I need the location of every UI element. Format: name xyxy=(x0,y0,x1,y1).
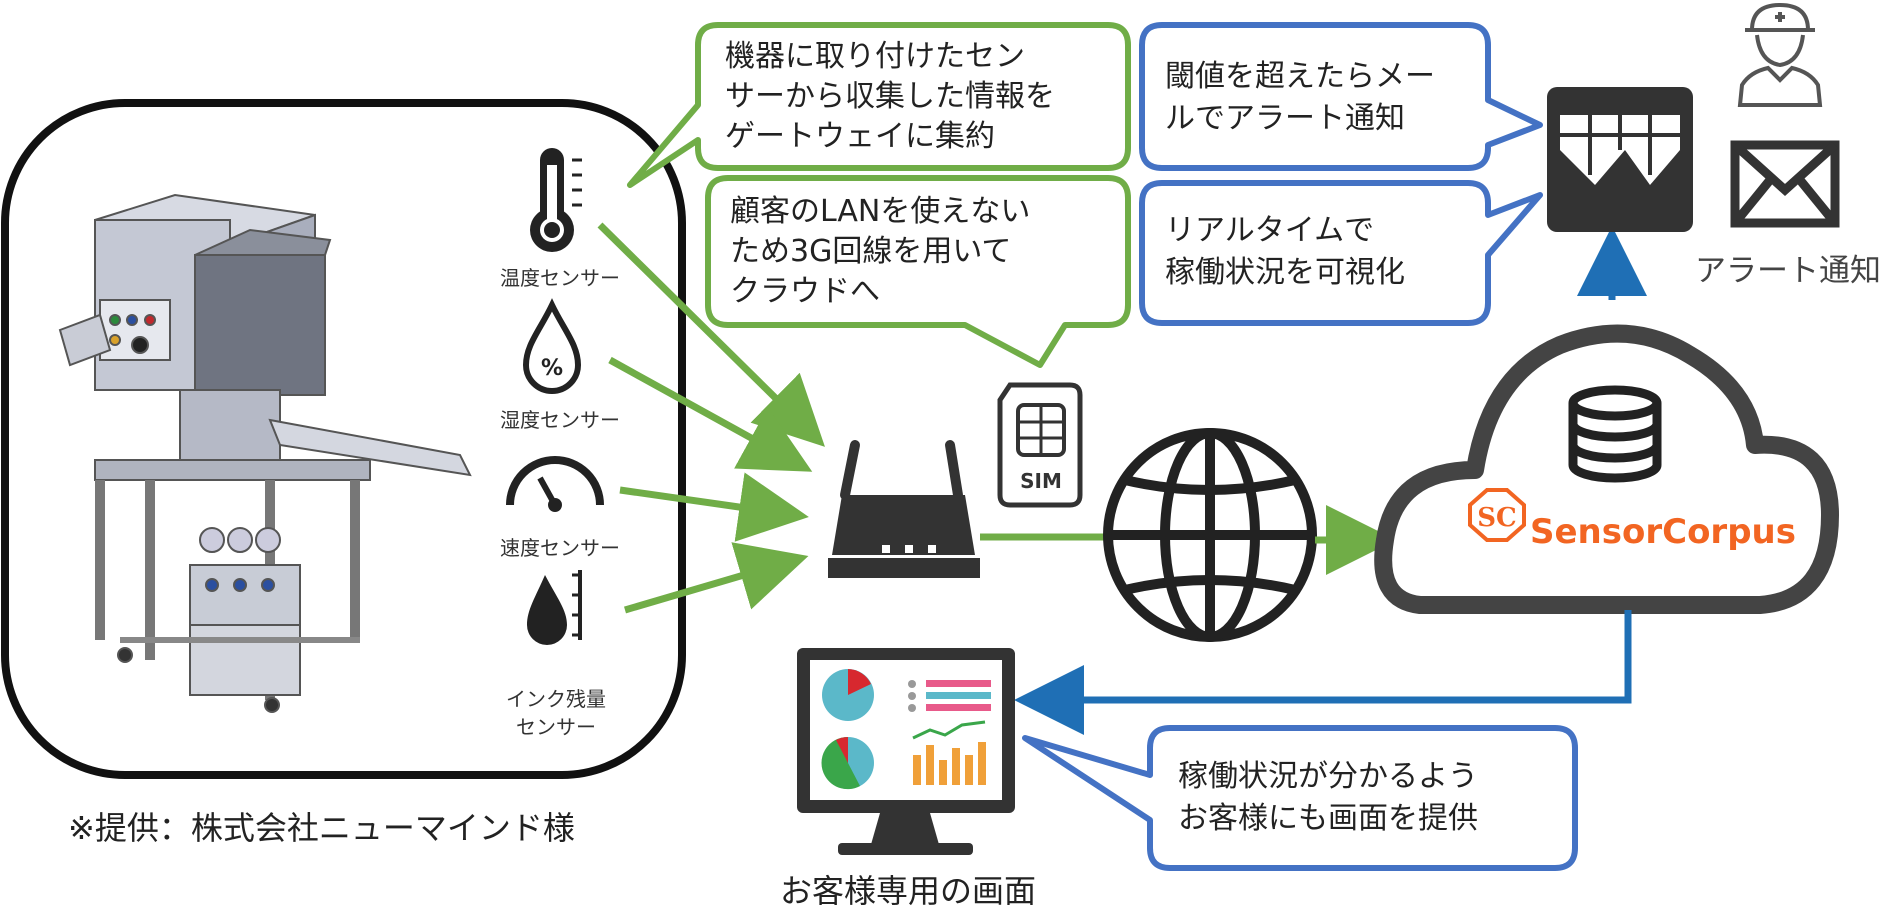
sensor-label-temperature: 温度センサー xyxy=(500,266,620,290)
bubble-network-line-1: 顧客のLANを使えない xyxy=(730,194,1031,229)
speedometer-icon xyxy=(506,456,604,512)
sensor-label-humidity: 湿度センサー xyxy=(500,408,620,432)
sensor-label-speed: 速度センサー xyxy=(500,536,620,560)
machine-caption: ※提供：株式会社ニューマインド様 xyxy=(68,809,575,847)
sensorcorpus-logo-icon: SC xyxy=(1468,488,1526,542)
bubble-screen-line-1: 稼働状況が分かるよう xyxy=(1178,759,1478,794)
sensor-arrows xyxy=(597,222,825,614)
bubble-collect-line-1: 機器に取り付けたセン xyxy=(725,39,1025,74)
router-icon xyxy=(828,440,980,578)
svg-text:SC: SC xyxy=(1477,503,1516,533)
sim-card-icon: SIM xyxy=(997,382,1083,508)
machine-illustration xyxy=(58,193,472,713)
monitor-caption: お客様専用の画面 xyxy=(780,872,1037,910)
dashboard-chart-icon xyxy=(1547,87,1693,232)
bubble-mail xyxy=(1139,22,1543,171)
machine-frame xyxy=(1,99,686,779)
worker-icon xyxy=(1737,2,1823,107)
cloud-monitor-arrow xyxy=(1014,610,1632,735)
humidity-drop-icon: % xyxy=(522,298,582,394)
bubble-collect-line-3: ゲートウェイに集約 xyxy=(725,119,995,154)
bubble-realtime-line-1: リアルタイムで xyxy=(1165,213,1375,248)
bubble-collect-line-2: サーから収集した情報を xyxy=(725,79,1055,114)
bubble-mail-line-1: 閾値を超えたらメー xyxy=(1165,59,1435,94)
mail-icon xyxy=(1730,140,1840,228)
bubble-screen-line-2: お客様にも画面を提供 xyxy=(1178,801,1478,836)
sim-label: SIM xyxy=(1020,469,1062,493)
svg-text:%: % xyxy=(541,356,563,381)
bubble-realtime xyxy=(1139,180,1543,326)
thermometer-icon xyxy=(530,148,582,252)
monitor-icon xyxy=(797,648,1015,855)
bubble-network xyxy=(705,175,1131,368)
cloud-brand-name: SensorCorpus xyxy=(1530,512,1796,552)
bubble-realtime-line-2: 稼働状況を可視化 xyxy=(1165,255,1405,290)
bubble-mail-line-2: ルでアラート通知 xyxy=(1165,101,1405,136)
cloud-shape xyxy=(1374,324,1839,614)
database-icon xyxy=(1568,385,1662,483)
bubble-screen xyxy=(1022,725,1578,871)
bubble-network-line-2: ため3G回線を用いて xyxy=(730,234,1012,269)
bubble-network-line-3: クラウドへ xyxy=(730,274,880,309)
globe-icon xyxy=(1103,428,1317,642)
ink-level-icon xyxy=(527,570,582,645)
alert-label: アラート通知 xyxy=(1695,253,1881,289)
sensor-label-ink: インク残量 センサー xyxy=(506,687,606,739)
bubble-collect xyxy=(627,22,1131,188)
